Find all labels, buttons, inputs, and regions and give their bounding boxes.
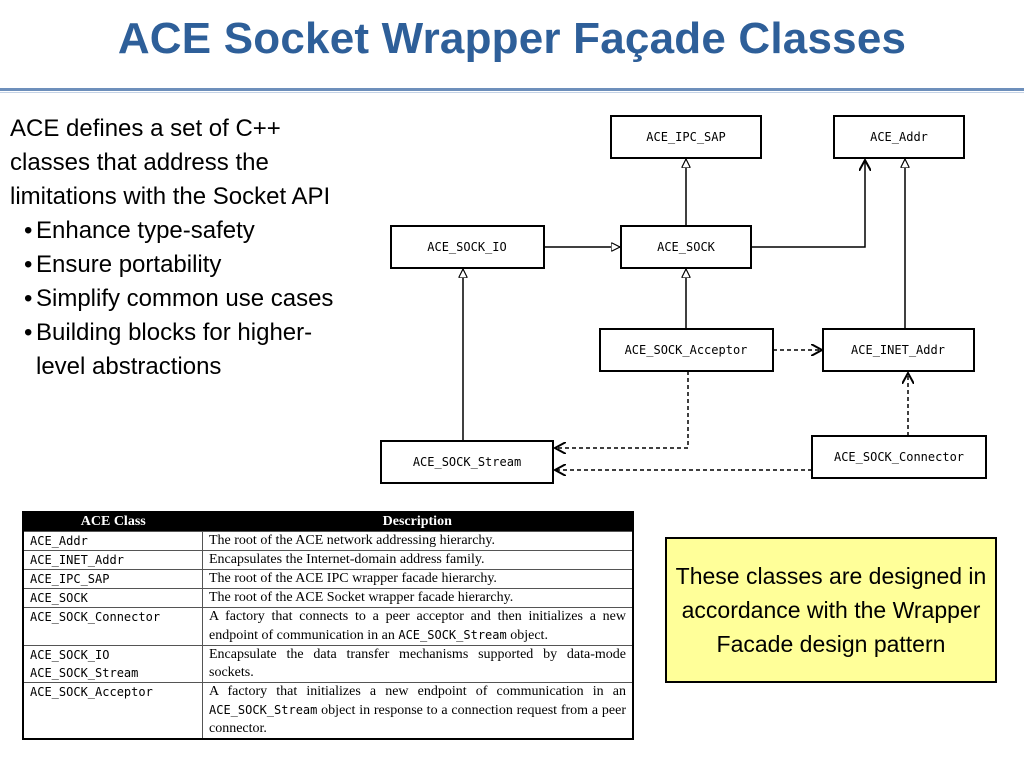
- description-code: ACE_SOCK_Stream: [398, 628, 507, 642]
- bullet-text: Building blocks for higher-level abstrac…: [36, 319, 313, 380]
- table-header-row: ACE Class Description: [23, 512, 633, 532]
- class-diagram: ACE_IPC_SAP ACE_Addr ACE_SOCK_IO ACE_SOC…: [380, 115, 987, 484]
- table-row: ACE_SOCK_IO ACE_SOCK_Stream Encapsulate t…: [22, 645, 634, 683]
- class-name-cell: ACE_Addr: [22, 531, 203, 551]
- intro-text-block: ACE defines a set of C++ classes that ad…: [10, 112, 350, 384]
- class-label: ACE_SOCK_Connector: [834, 450, 964, 464]
- table-row: ACE_INET_Addr Encapsulates the Internet-…: [22, 550, 634, 570]
- dependency-edge-acceptor-stream: [555, 371, 689, 448]
- description-cell: The root of the ACE Socket wrapper facad…: [202, 588, 634, 608]
- bullet-list: •Enhance type-safety •Ensure portability…: [10, 214, 350, 384]
- description-cell: The root of the ACE network addressing h…: [202, 531, 634, 551]
- description-cell: The root of the ACE IPC wrapper facade h…: [202, 569, 634, 589]
- table-row: ACE_SOCK The root of the ACE Socket wrap…: [22, 588, 634, 608]
- association-edge-sock-addr: [751, 160, 865, 248]
- class-box-ace-sock-io: ACE_SOCK_IO: [390, 225, 545, 269]
- ace-class-table: ACE Class Description ACE_Addr The root …: [22, 511, 634, 740]
- column-header-class: ACE Class: [23, 512, 203, 532]
- description-text: object.: [506, 628, 548, 643]
- class-name-cell: ACE_SOCK_Connector: [22, 607, 203, 646]
- title-divider-shadow: [0, 92, 1024, 93]
- bullet-text: Enhance type-safety: [36, 217, 255, 244]
- description-cell: A factory that connects to a peer accept…: [202, 607, 634, 646]
- bullet-dot-icon: •: [24, 251, 33, 278]
- column-header-description: Description: [202, 512, 633, 532]
- description-cell: A factory that initializes a new endpoin…: [202, 682, 634, 740]
- class-box-ace-ipc-sap: ACE_IPC_SAP: [610, 115, 762, 159]
- description-text: A factory that connects to a peer accept…: [209, 609, 626, 643]
- description-text: object in response to a connection reque…: [209, 703, 626, 736]
- title-divider: [0, 88, 1024, 91]
- bullet-text: Ensure portability: [36, 251, 222, 278]
- description-cell: Encapsulate the data transfer mechanisms…: [202, 645, 634, 683]
- class-box-ace-sock-acceptor: ACE_SOCK_Acceptor: [599, 328, 774, 372]
- bullet-text: Simplify common use cases: [36, 285, 334, 312]
- class-name: ACE_SOCK_IO: [30, 648, 110, 662]
- class-name-cell: ACE_IPC_SAP: [22, 569, 203, 589]
- bullet-item: •Building blocks for higher-level abstra…: [10, 316, 350, 384]
- class-box-ace-sock-stream: ACE_SOCK_Stream: [380, 440, 554, 484]
- table-row: ACE_IPC_SAP The root of the ACE IPC wrap…: [22, 569, 634, 589]
- slide-title: ACE Socket Wrapper Façade Classes: [117, 14, 907, 63]
- class-label: ACE_SOCK: [657, 240, 716, 254]
- class-name-cell: ACE_SOCK: [22, 588, 203, 608]
- bullet-item: •Simplify common use cases: [10, 282, 350, 316]
- class-label: ACE_SOCK_Stream: [413, 455, 521, 469]
- table-row: ACE_SOCK_Acceptor A factory that initial…: [22, 682, 634, 740]
- class-box-ace-sock: ACE_SOCK: [620, 225, 752, 269]
- class-label: ACE_Addr: [870, 130, 928, 144]
- class-label: ACE_SOCK_IO: [427, 240, 506, 254]
- description-cell: Encapsulates the Internet-domain address…: [202, 550, 634, 570]
- class-box-ace-addr: ACE_Addr: [833, 115, 965, 159]
- note-text: These classes are designed in accordance…: [675, 563, 987, 657]
- class-name-cell: ACE_SOCK_IO ACE_SOCK_Stream: [22, 645, 203, 683]
- class-name: ACE_SOCK_Stream: [30, 666, 139, 680]
- class-box-ace-sock-connector: ACE_SOCK_Connector: [811, 435, 987, 479]
- description-code: ACE_SOCK_Stream: [209, 703, 318, 717]
- design-pattern-note: These classes are designed in accordance…: [665, 537, 997, 683]
- bullet-item: •Enhance type-safety: [10, 214, 350, 248]
- class-label: ACE_SOCK_Acceptor: [625, 343, 748, 357]
- bullet-dot-icon: •: [24, 319, 33, 346]
- class-label: ACE_INET_Addr: [851, 343, 945, 357]
- class-name-cell: ACE_INET_Addr: [22, 550, 203, 570]
- intro-paragraph: ACE defines a set of C++ classes that ad…: [10, 115, 331, 210]
- class-label: ACE_IPC_SAP: [646, 130, 725, 144]
- bullet-item: •Ensure portability: [10, 248, 350, 282]
- table-row: ACE_Addr The root of the ACE network add…: [22, 531, 634, 551]
- class-name-cell: ACE_SOCK_Acceptor: [22, 682, 203, 740]
- class-box-ace-inet-addr: ACE_INET_Addr: [822, 328, 975, 372]
- bullet-dot-icon: •: [24, 285, 33, 312]
- bullet-dot-icon: •: [24, 217, 33, 244]
- table-row: ACE_SOCK_Connector A factory that connec…: [22, 607, 634, 646]
- description-text: A factory that initializes a new endpoin…: [209, 684, 626, 699]
